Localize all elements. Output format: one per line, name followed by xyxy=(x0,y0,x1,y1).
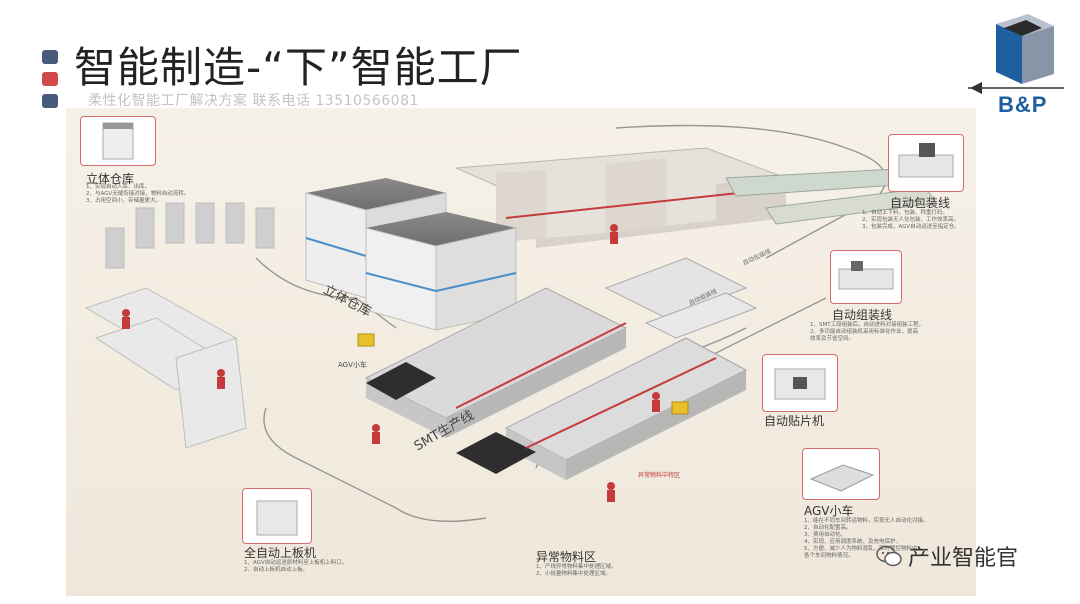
agv-label: AGV小车 xyxy=(804,504,854,518)
loader-thumbnail xyxy=(256,500,298,536)
loader-callout xyxy=(242,488,312,544)
auto-assembly-label: 自动组装线 xyxy=(832,308,893,322)
tag-abnormal-transfer: 异常物料中转区 xyxy=(638,472,681,479)
agv-thumbnail xyxy=(809,464,875,492)
warehouse-callout xyxy=(80,116,156,166)
smt-lines xyxy=(364,257,758,480)
auto-mount-thumbnail xyxy=(774,368,826,400)
abnormal-note-2: 2、小批量物料集中处理区域。 xyxy=(536,571,612,577)
logo-text: B&P xyxy=(998,92,1048,117)
factory-diagram: 立体仓库 1、实现自动入库、出库。 2、与AGV无缝衔接对接，物料自动流转。 3… xyxy=(66,108,976,596)
title-bullets xyxy=(42,50,58,116)
loader-note-2: 2、自动上板机自动上板。 xyxy=(244,567,309,573)
agv-note-5: 5、方便、减少人为物料混乱，实时管控物料中 xyxy=(804,546,918,552)
abnormal-label: 异常物料区 xyxy=(536,550,597,564)
bullet-2 xyxy=(42,72,58,86)
agv-note-3: 3、费用自动化。 xyxy=(804,532,846,538)
warehouse-thumbnail xyxy=(102,122,134,160)
auto-assembly-note-1: 1、SMT工段组装后，自动进料对接组装工程。 xyxy=(810,322,925,328)
agv-callout xyxy=(802,448,880,500)
agv-note-1: 1、能在不同车间转运物料，实现无人自动化对接。 xyxy=(804,518,929,524)
slide-title: 智能制造-“下”智能工厂 xyxy=(74,43,523,92)
auto-mount-callout xyxy=(762,354,838,412)
auto-mount-label: 自动贴片机 xyxy=(764,414,825,428)
auto-assembly-note-3: 效率及节省空间。 xyxy=(810,336,855,342)
bp-cube-logo xyxy=(968,14,1064,94)
auto-pack-label: 自动包装线 xyxy=(890,196,951,210)
wechat-icon xyxy=(876,545,902,567)
warehouse-note-3: 3、占用空间小，存储量更大。 xyxy=(86,198,162,204)
abnormal-note-1: 1、产线异常物料集中处理区域。 xyxy=(536,564,617,570)
auto-pack-note-2: 2、实现包装无人化包装，工作效率高。 xyxy=(862,217,960,223)
loader-note-1: 1、AGV自动运送原材料至上板机上料口。 xyxy=(244,560,348,566)
bullet-3 xyxy=(42,94,58,108)
slide-subtitle: 柔性化智能工厂解决方案 联系电话 13510566081 xyxy=(88,93,419,109)
auto-assembly-thumbnail xyxy=(838,261,894,290)
warehouse-buildings xyxy=(305,178,517,331)
auto-pack-note-3: 3、包装完成，AGV自动运送至指定仓。 xyxy=(862,224,960,230)
warehouse-note-2: 2、与AGV无缝衔接对接，物料自动流转。 xyxy=(86,191,190,197)
auto-assembly-note-2: 2、多功能自动组装机采用标准化作业，提高 xyxy=(810,329,919,335)
warehouse-note-1: 1、实现自动入库、出库。 xyxy=(86,184,151,190)
auto-assembly-callout xyxy=(830,250,902,304)
agv-note-6: 各个车间物料情况。 xyxy=(804,553,854,559)
bullet-1 xyxy=(42,50,58,64)
agv-note-4: 4、实现、应用调度系统、及充电保护。 xyxy=(804,539,902,545)
wechat-watermark: 产业智能官 xyxy=(876,540,1018,572)
warehouse-label: 立体仓库 xyxy=(86,172,135,186)
auto-pack-note-1: 1、自动上下料，包装、称重打码。 xyxy=(862,210,949,216)
auto-pack-thumbnail xyxy=(898,143,954,178)
factory-illustration xyxy=(66,108,976,596)
watermark-text: 产业智能官 xyxy=(908,546,1019,571)
auto-pack-callout xyxy=(888,134,964,192)
floor-label-agv: AGV小车 xyxy=(338,361,367,369)
loader-label: 全自动上板机 xyxy=(244,546,317,560)
agv-note-2: 2、自动化配置高。 xyxy=(804,525,852,531)
